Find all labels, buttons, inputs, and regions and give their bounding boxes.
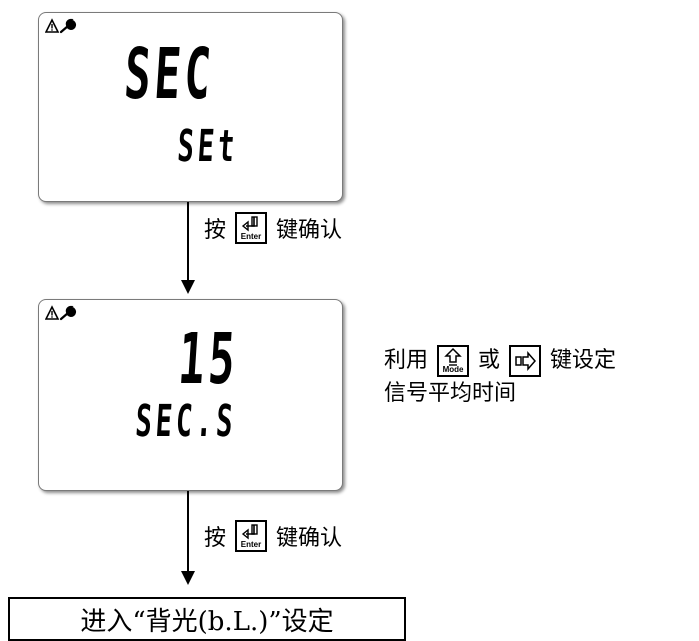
step-prefix: 按 <box>204 526 227 551</box>
enter-key-label: Enter <box>240 232 262 241</box>
enter-key: Enter <box>235 212 268 244</box>
enter-arrow-icon <box>241 216 258 232</box>
enter-arrow-icon <box>241 524 258 540</box>
lcd-status-icons <box>44 17 85 39</box>
right-key <box>509 344 542 377</box>
next-step-text: 进入“背光(b.L.)”设定 <box>80 606 334 637</box>
warning-icon <box>44 305 60 320</box>
lcd-sub-readout: SEC.S <box>133 396 238 447</box>
step-confirm-1: 按 Enter 键确认 <box>204 212 342 244</box>
wrench-icon <box>59 305 77 321</box>
mode-key-label: Mode <box>442 364 464 374</box>
side-instruction: 利用 Mode 或 键设定 信号平均时间 <box>384 344 616 410</box>
side-text-c: 键设定 <box>550 348 617 373</box>
lcd-main-readout: SEC <box>122 33 217 115</box>
right-arrow-icon <box>515 350 537 371</box>
enter-key: Enter <box>235 520 268 552</box>
step-suffix: 键确认 <box>276 526 343 551</box>
up-arrow-icon <box>444 347 462 366</box>
side-text-b: 或 <box>478 348 501 373</box>
lcd-sub-readout: SEt <box>175 121 240 172</box>
step-confirm-2: 按 Enter 键确认 <box>204 520 342 552</box>
step-prefix: 按 <box>204 218 227 243</box>
wrench-icon <box>59 18 77 34</box>
flow-arrow <box>181 202 195 294</box>
side-instruction-line-1: 利用 Mode 或 键设定 <box>384 344 616 377</box>
lcd-status-icons <box>44 304 85 326</box>
step-suffix: 键确认 <box>276 218 343 243</box>
warning-icon <box>44 18 60 33</box>
enter-key-label: Enter <box>240 540 262 549</box>
lcd-display-set: SEC SEt <box>38 12 343 202</box>
flow-arrow <box>181 491 195 585</box>
mode-key: Mode <box>437 344 470 377</box>
next-step-box: 进入“背光(b.L.)”设定 <box>8 597 406 641</box>
lcd-display-value: 15 SEC.S <box>38 299 343 491</box>
side-text-a: 利用 <box>384 348 429 373</box>
side-instruction-line-2: 信号平均时间 <box>384 381 517 406</box>
lcd-main-readout: 15 <box>176 318 242 400</box>
